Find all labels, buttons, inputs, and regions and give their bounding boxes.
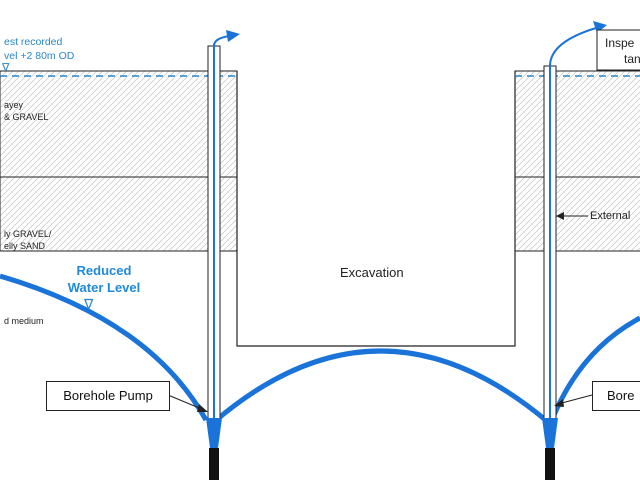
excavation-outline <box>236 71 516 347</box>
pump-left-leader-arrowhead <box>197 404 208 412</box>
soil-right-lower <box>514 176 640 252</box>
borehole-right-base <box>545 448 555 480</box>
borehole-right-cone <box>542 418 558 448</box>
inspection-tank-label-line1: Inspe <box>605 36 635 50</box>
reduced-water-level-line1: Reduced <box>76 263 132 278</box>
excavation-label: Excavation <box>340 265 404 280</box>
pump-left-leader <box>167 394 205 411</box>
inspection-tank-box <box>596 29 640 71</box>
layer2-label-line2: elly SAND <box>4 241 46 251</box>
water-level-label-line1: est recorded <box>4 36 63 48</box>
borehole-left-cone <box>206 418 222 448</box>
external-leader-arrowhead <box>556 212 564 220</box>
soil-left-upper <box>0 70 238 178</box>
inspection-tank-label-line2: tan <box>624 52 640 66</box>
discharge-arrow-right <box>549 27 597 67</box>
borehole-pump-right-callout: Bore <box>592 381 640 411</box>
drawdown-curve-left <box>0 273 209 422</box>
layer1-label-line2: & GRAVEL <box>4 112 49 122</box>
layer1-label-line1: ayey <box>4 100 24 110</box>
drawdown-curve-center <box>212 348 550 424</box>
borehole-pump-left-callout: Borehole Pump <box>46 381 170 411</box>
borehole-left-base <box>209 448 219 480</box>
soil-left-lower <box>0 176 238 252</box>
soil-right-upper <box>514 70 640 178</box>
layer3-label-line1: d medium <box>4 316 44 326</box>
reduced-water-level-line2: Water Level <box>67 280 141 295</box>
layer2-label-line1: ly GRAVEL/ <box>4 229 52 239</box>
discharge-arrowhead-left <box>226 30 240 42</box>
external-casing-label: External <box>590 210 631 222</box>
reduced-water-level-marker-icon: ∇ <box>84 296 94 312</box>
water-level-label-line2: vel +2 80m OD <box>4 50 75 62</box>
pump-right-leader-arrowhead <box>554 399 564 407</box>
water-level-marker-icon: ∇ <box>2 62 10 74</box>
pump-right-leader <box>557 394 593 405</box>
